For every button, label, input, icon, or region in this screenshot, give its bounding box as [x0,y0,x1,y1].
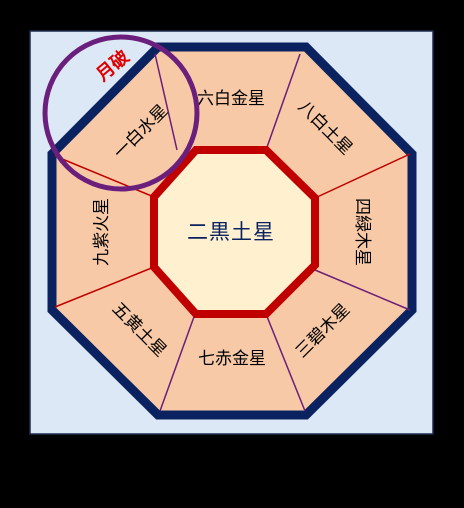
divider-bottom-left [159,313,196,412]
center-label: 二黒土星 [187,220,275,244]
sector-label-right: 四緑木星 [352,198,372,266]
center-octagon [150,146,319,318]
marker-ring [42,34,200,192]
divider-right-top [314,153,411,199]
divider-left-top [54,155,155,198]
divider-bottom-right [265,313,306,412]
divider-right-bottom [314,269,411,311]
sector-label-left: 九紫火星 [92,198,112,266]
divider-left-bottom [54,266,155,308]
divider-top-right [265,53,301,151]
sector-label-top: 六白金星 [197,89,265,109]
divider-top-left [154,53,178,151]
sector-label-bottom: 七赤金星 [198,349,266,369]
